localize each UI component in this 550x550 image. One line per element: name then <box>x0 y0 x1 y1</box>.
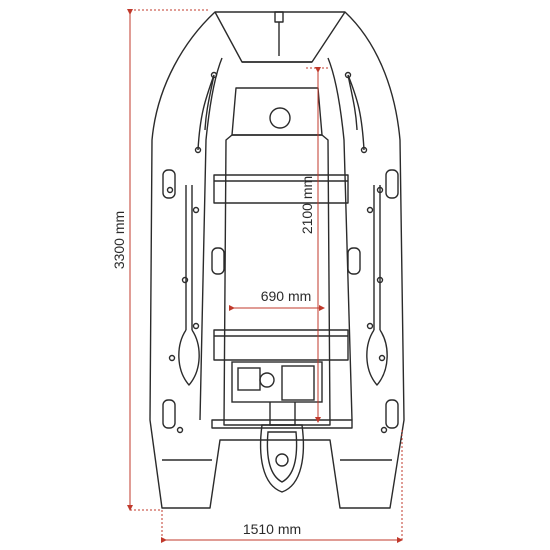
floor-outline <box>223 134 331 426</box>
dimension-lines <box>127 9 403 543</box>
rear-seat <box>213 329 349 361</box>
lifeline-rope-right <box>347 74 365 151</box>
side-handle-right-mid <box>347 247 361 275</box>
side-handle-right-front <box>385 169 399 199</box>
motor-cowling <box>259 424 305 493</box>
inflatable-boat-icon <box>149 11 405 509</box>
hull-outline <box>149 11 405 509</box>
width-label: 1510 mm <box>243 521 301 537</box>
front-seat <box>213 174 349 204</box>
floor-width-label: 690 mm <box>261 288 312 304</box>
inner-tube-line <box>199 57 353 421</box>
outboard-motor-icon <box>231 361 323 493</box>
oar-right-icon <box>366 185 388 386</box>
side-handle-left-front <box>162 169 176 199</box>
side-handle-right-rear <box>385 399 399 429</box>
oar-left-icon <box>178 185 200 386</box>
side-handle-left-mid <box>211 247 225 275</box>
bow-handle-icon <box>274 11 284 23</box>
bow-cover <box>214 11 346 63</box>
lifeline-rope-left <box>197 74 215 151</box>
transom <box>211 419 353 429</box>
length-label: 3300 mm <box>111 211 127 269</box>
floor-length-label: 2100 mm <box>299 176 315 234</box>
hatch-icon <box>269 107 291 129</box>
side-handle-left-rear <box>162 399 176 429</box>
